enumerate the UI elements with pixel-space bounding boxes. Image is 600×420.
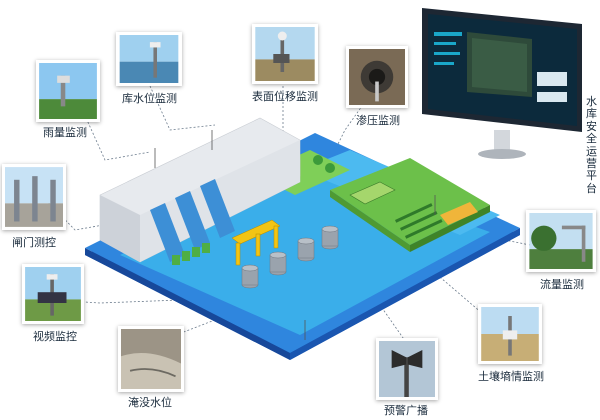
label-flow: 流量监测: [540, 278, 584, 291]
label-surface-displacement: 表面位移监测: [252, 90, 318, 103]
photo-inundation: [118, 326, 184, 392]
label-soil-moisture: 土壤墒情监测: [478, 370, 544, 383]
photo-seepage: [346, 46, 408, 108]
label-reservoir-level: 库水位监测: [122, 92, 177, 105]
label-seepage: 渗压监测: [356, 114, 400, 127]
photo-reservoir-level: [116, 32, 182, 86]
label-rain: 雨量监测: [43, 126, 87, 139]
label-inundation: 淹没水位: [128, 396, 172, 409]
photo-soil-moisture: [478, 304, 542, 364]
photo-surface-displacement: [252, 24, 318, 84]
photo-flow: [526, 210, 596, 272]
photo-gate: [2, 164, 66, 230]
label-platform: 水库安全运营平台: [586, 95, 597, 195]
label-video: 视频监控: [33, 330, 77, 343]
gantry-crane: [231, 219, 281, 266]
photo-broadcast: [376, 338, 438, 400]
photo-rain: [36, 60, 100, 122]
label-broadcast: 预警广播: [384, 404, 428, 417]
photo-video: [22, 264, 84, 324]
platform-monitor: [422, 8, 582, 159]
label-gate: 闸门测控: [12, 236, 56, 249]
